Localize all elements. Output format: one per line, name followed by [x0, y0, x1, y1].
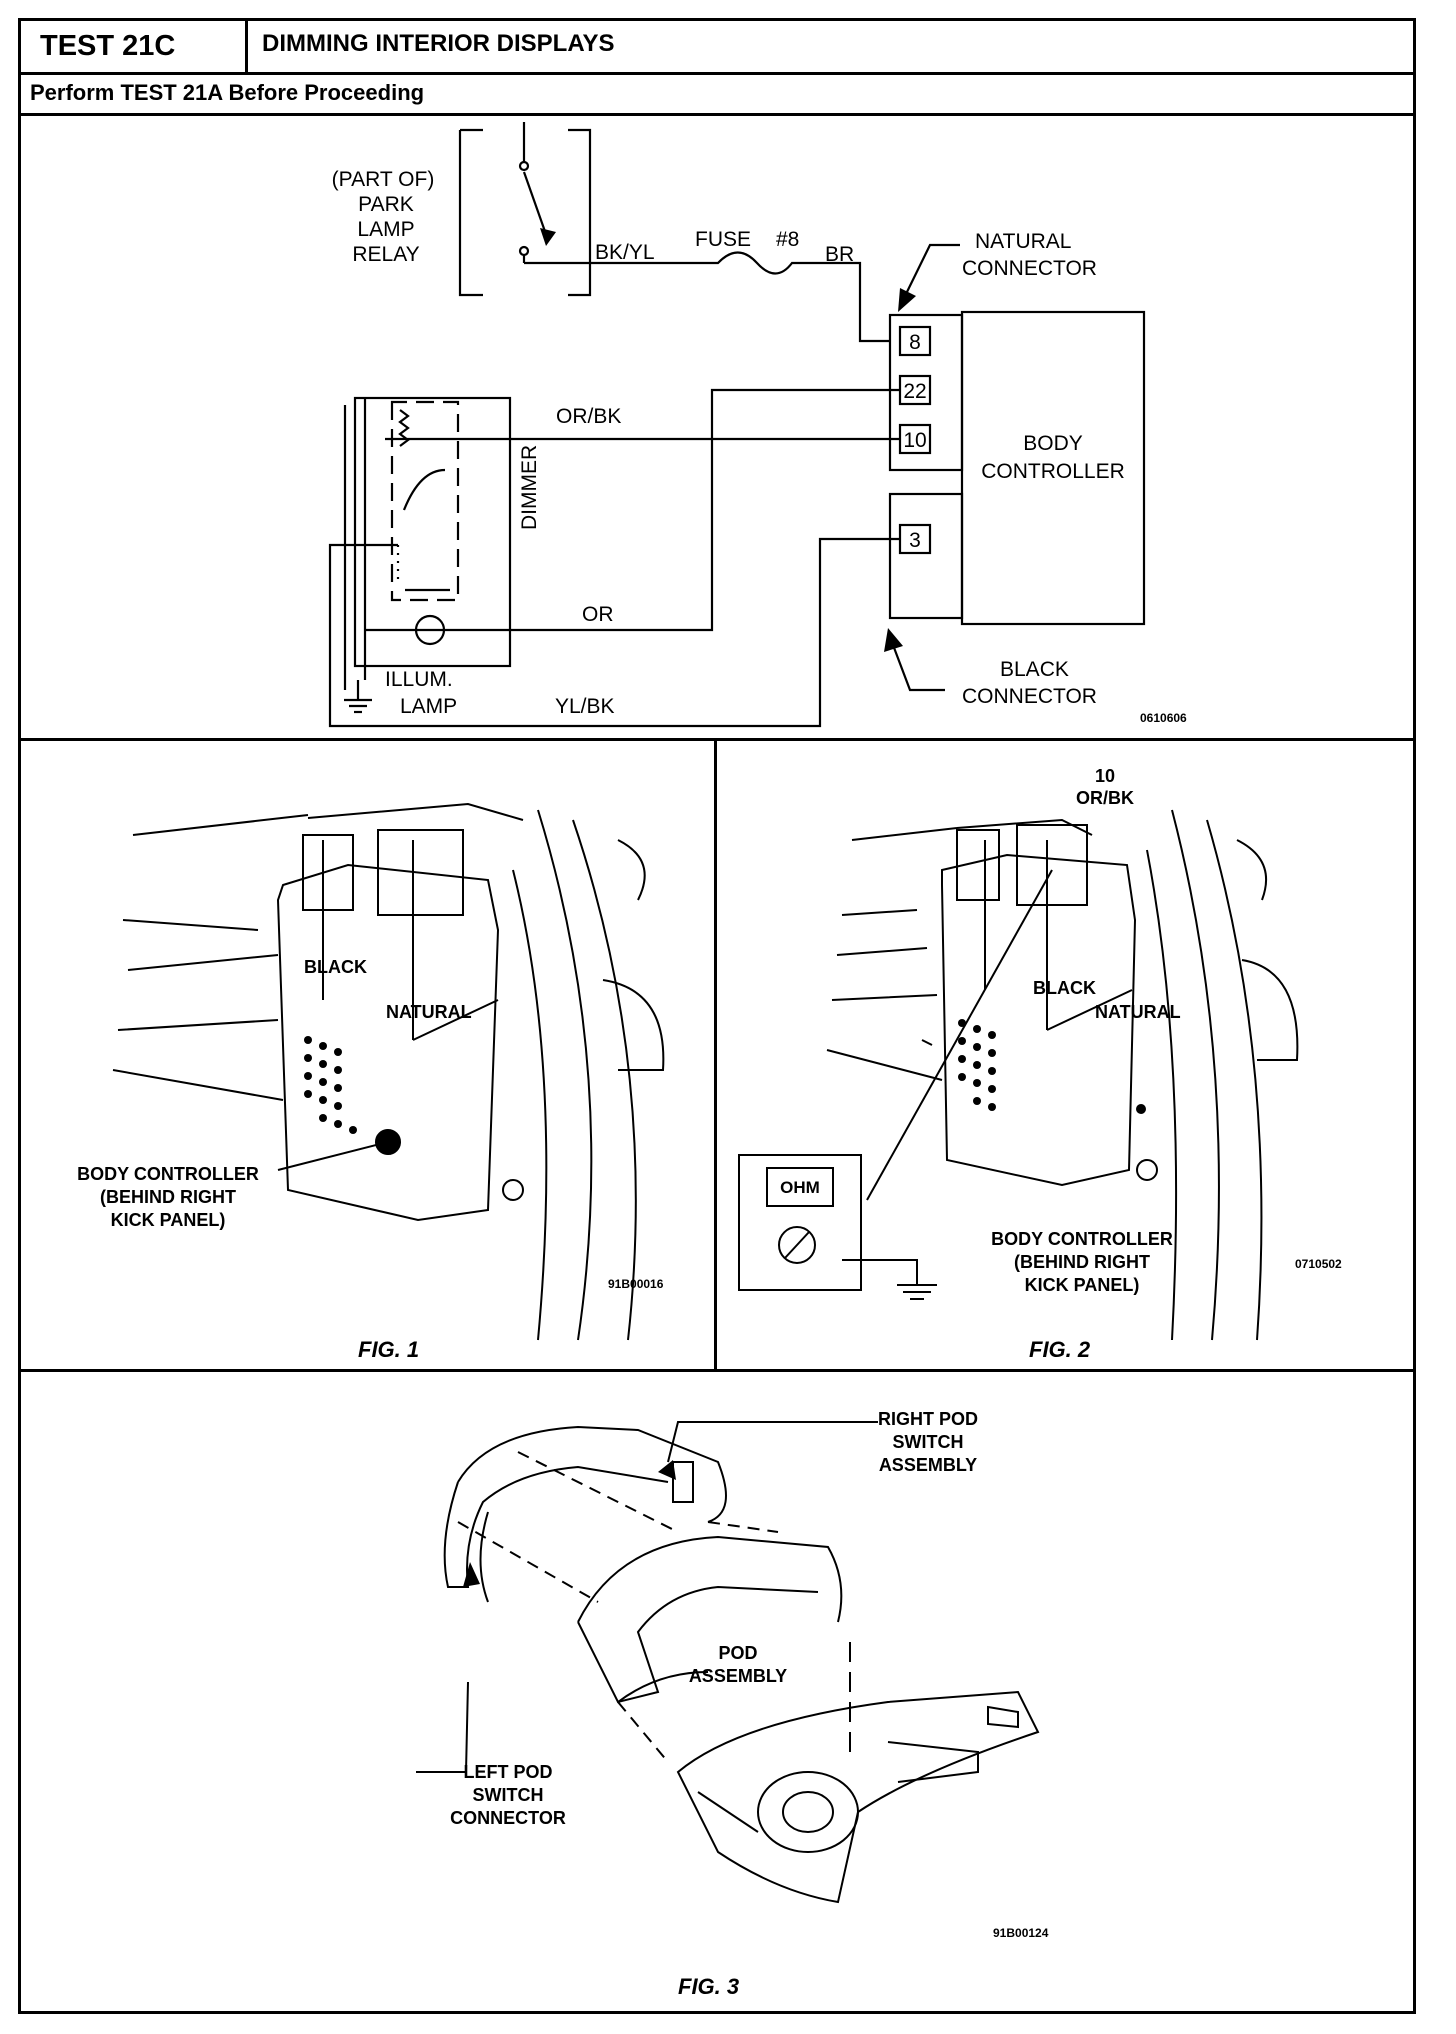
dimmer-label: DIMMER [518, 445, 541, 530]
schematic-code: 0610606 [1140, 711, 1187, 725]
right-pod-1: RIGHT POD [878, 1409, 978, 1429]
relay-label-4: RELAY [352, 243, 419, 266]
black-connector-1: BLACK [1000, 658, 1069, 681]
wire-or: OR [582, 603, 614, 626]
fig2-caption: FIG. 2 [1029, 1337, 1091, 1362]
fig3-caption: FIG. 3 [678, 1974, 739, 1999]
schematic-bottom-rule [18, 738, 1416, 741]
fig2-bc-3: KICK PANEL) [1025, 1275, 1140, 1295]
natural-connector-1: NATURAL [975, 230, 1071, 253]
fuse-number: #8 [776, 228, 799, 251]
relay-label-3: LAMP [357, 218, 414, 241]
fig1-black-label: BLACK [304, 957, 367, 977]
page-frame [18, 18, 1416, 2014]
figs-bottom-rule [18, 1369, 1416, 1372]
wiring-schematic: (PART OF) PARK LAMP RELAY BK/YL FUSE #8 … [328, 122, 1187, 728]
pod-assembly-2: ASSEMBLY [689, 1666, 787, 1686]
body-controller-1: BODY [1023, 432, 1083, 455]
fig3-code: 91B00124 [993, 1926, 1049, 1940]
illum-lamp-1: ILLUM. [385, 668, 453, 691]
fuse-label: FUSE [695, 228, 751, 251]
wire-bk-yl: BK/YL [595, 241, 655, 264]
page-title: DIMMING INTERIOR DISPLAYS [262, 30, 615, 57]
wire-yl-bk: YL/BK [555, 695, 615, 718]
fig1-illustration: BLACK NATURAL BODY CONTROLLER (BEHIND RI… [77, 802, 665, 1362]
right-pod-2: SWITCH [893, 1432, 964, 1452]
wire-or-bk: OR/BK [556, 405, 621, 428]
fig2-illustration: 10 OR/BK BLACK NATURAL BODY CONTROLLER (… [738, 766, 1342, 1362]
right-pod-3: ASSEMBLY [879, 1455, 977, 1475]
fig2-natural-label: NATURAL [1095, 1002, 1181, 1022]
fig1-caption: FIG. 1 [358, 1337, 419, 1362]
left-pod-2: SWITCH [473, 1785, 544, 1805]
left-pod-1: LEFT POD [464, 1762, 553, 1782]
relay-label-2: PARK [358, 193, 414, 216]
fig1-natural-label: NATURAL [386, 1002, 472, 1022]
fig2-bc-2: (BEHIND RIGHT [1014, 1252, 1150, 1272]
fig2-pin-number: 10 [1095, 766, 1115, 786]
fig2-code: 0710502 [1295, 1257, 1342, 1271]
illum-lamp-2: LAMP [400, 695, 457, 718]
body-controller-2: CONTROLLER [981, 460, 1125, 483]
header-cell-divider [245, 18, 248, 74]
page-subtitle: Perform TEST 21A Before Proceeding [30, 80, 425, 105]
fig1-code: 91B00016 [608, 1277, 664, 1291]
black-connector-2: CONNECTOR [962, 685, 1097, 708]
wire-br: BR [825, 243, 854, 266]
subtitle-divider [18, 113, 1416, 116]
pin-8: 8 [909, 331, 921, 354]
fig3-illustration: RIGHT POD SWITCH ASSEMBLY POD ASSEMBLY L… [416, 1409, 1049, 1999]
fig1-bc-2: (BEHIND RIGHT [100, 1187, 236, 1207]
pod-assembly-1: POD [718, 1643, 757, 1663]
pin-3: 3 [909, 529, 921, 552]
pin-10: 10 [903, 429, 926, 452]
fig1-bc-3: KICK PANEL) [111, 1210, 226, 1230]
fig2-black-label: BLACK [1033, 978, 1096, 998]
test-id: TEST 21C [40, 30, 176, 62]
pin-22: 22 [903, 380, 926, 403]
relay-label-1: (PART OF) [332, 168, 435, 191]
natural-connector-2: CONNECTOR [962, 257, 1097, 280]
header-divider [18, 72, 1416, 75]
fig2-pin-wire: OR/BK [1076, 788, 1134, 808]
fig2-bc-1: BODY CONTROLLER [991, 1229, 1173, 1249]
left-pod-3: CONNECTOR [450, 1808, 566, 1828]
fig1-bc-1: BODY CONTROLLER [77, 1164, 259, 1184]
fig-divider [714, 738, 717, 1370]
ohm-meter-display: OHM [780, 1178, 820, 1197]
